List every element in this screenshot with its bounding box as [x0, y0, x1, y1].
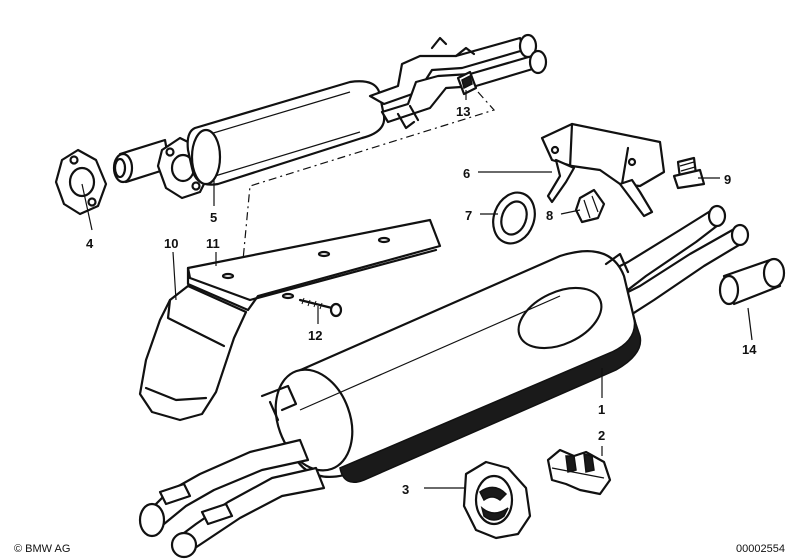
tailpipe-sleeve — [718, 257, 786, 306]
label-5: 5 — [210, 210, 217, 225]
label-12: 12 — [308, 328, 322, 343]
assembly-line — [239, 91, 496, 293]
label-1: 1 — [598, 402, 605, 417]
label-4: 4 — [86, 236, 94, 251]
lower-heat-shield — [138, 284, 248, 422]
ring-gasket — [492, 191, 536, 245]
label-13: 13 — [456, 104, 470, 119]
rear-silencer — [138, 204, 750, 559]
label-9: 9 — [724, 172, 731, 187]
label-10: 10 — [164, 236, 178, 251]
label-11: 11 — [206, 236, 220, 251]
label-6: 6 — [463, 166, 470, 181]
rubber-buffer — [574, 188, 606, 224]
screw — [298, 297, 343, 318]
clamp-clip — [456, 70, 478, 96]
heat-shield — [186, 218, 442, 312]
label-8: 8 — [546, 208, 553, 223]
front-silencer — [112, 33, 548, 200]
flange-gasket — [54, 148, 108, 216]
copyright-text: © BMW AG — [14, 543, 70, 555]
diagram-number: 00002554 — [736, 543, 785, 555]
label-7: 7 — [465, 208, 472, 223]
pipe-clamp — [546, 448, 612, 496]
rubber-mount — [462, 460, 532, 540]
label-2: 2 — [598, 428, 605, 443]
label-3: 3 — [402, 482, 409, 497]
bolt — [672, 156, 706, 190]
rear-bracket — [540, 122, 666, 218]
label-14: 14 — [742, 342, 757, 357]
leader-lines — [81, 90, 753, 489]
